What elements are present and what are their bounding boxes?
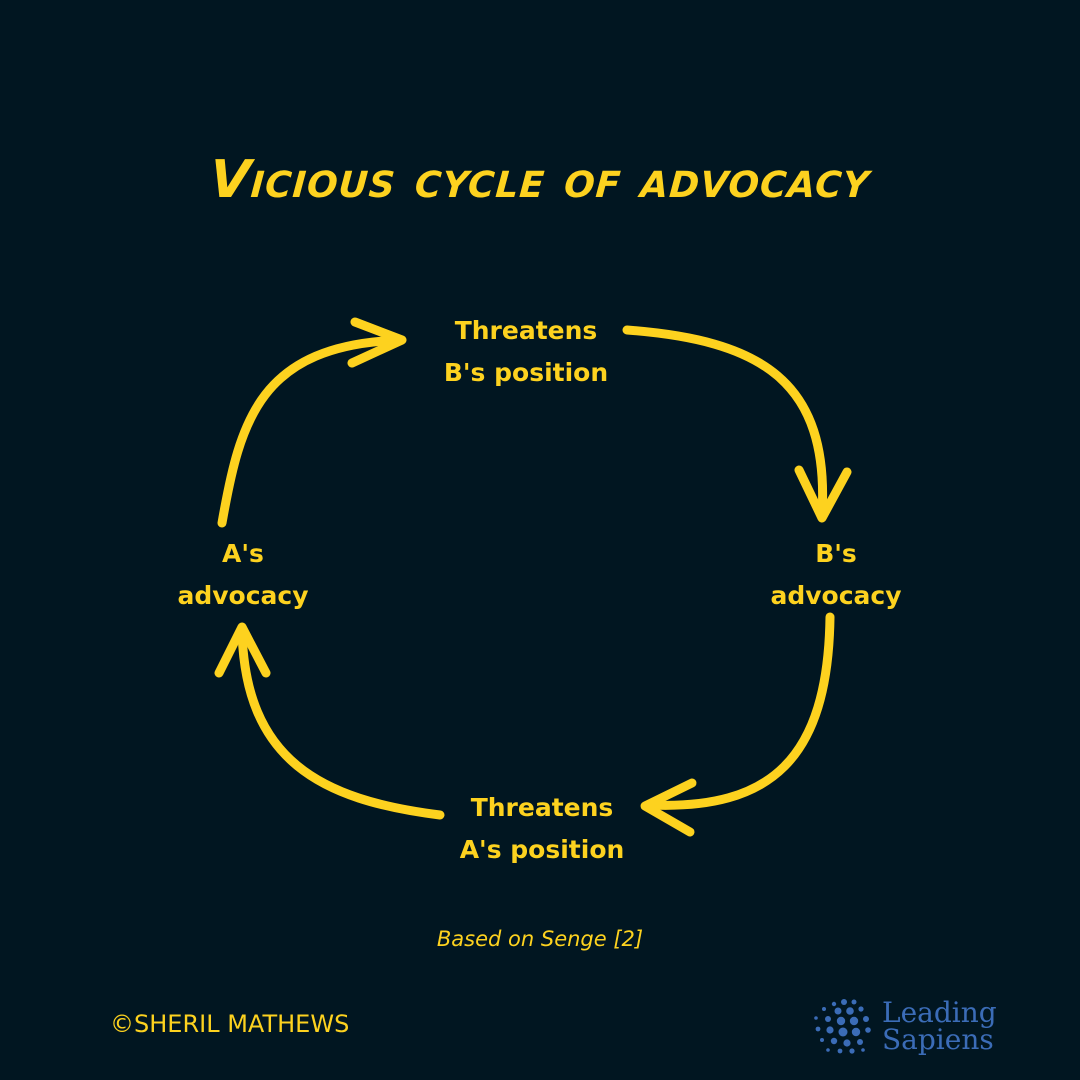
brand-name: Leading Sapiens: [882, 996, 997, 1056]
node-b-advocacy: B's advocacy: [706, 533, 966, 617]
arrow-head-top: [347, 317, 407, 368]
brand-line-2: Sapiens: [882, 1023, 994, 1056]
arrow-top-to-right: [622, 325, 828, 520]
arrow-right-to-bottom: [645, 612, 835, 810]
node-threatens-b: Threatens B's position: [396, 310, 656, 394]
source-credit: Based on Senge [2]: [436, 927, 644, 951]
node-line: advocacy: [770, 581, 902, 610]
brand-logo: Leading Sapiens: [810, 996, 997, 1056]
node-line: Threatens: [454, 316, 598, 345]
arrow-head-left: [214, 622, 271, 678]
arrow-bottom-to-left: [237, 625, 445, 820]
copyright-text: ©SHERIL MATHEWS: [110, 1010, 350, 1038]
brand-line-1: Leading: [882, 996, 997, 1029]
node-line: A's position: [459, 835, 625, 864]
arrow-head-right: [794, 465, 852, 523]
node-line: A's: [222, 539, 264, 568]
node-line: B's position: [443, 358, 609, 387]
node-line: Threatens: [470, 793, 614, 822]
dot-cluster-logo-icon: [814, 999, 871, 1054]
node-threatens-a: Threatens A's position: [412, 787, 672, 871]
node-line: advocacy: [177, 581, 309, 610]
node-line: B's: [815, 539, 857, 568]
node-a-advocacy: A's advocacy: [113, 533, 373, 617]
arrow-head-bottom: [640, 778, 697, 837]
arrow-left-to-top: [217, 335, 405, 528]
